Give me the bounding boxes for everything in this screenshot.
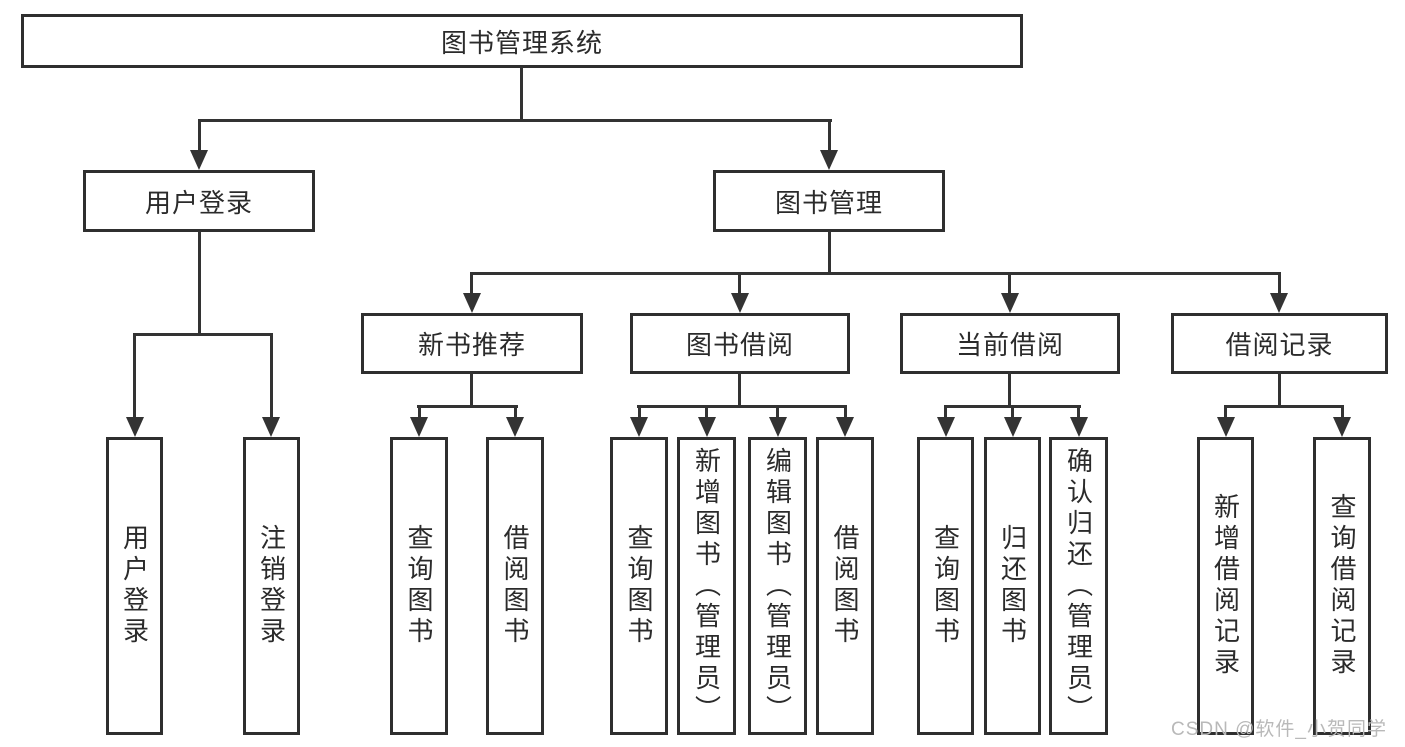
leaf-bb-add-books-admin: 新增图书（管理员） bbox=[677, 437, 736, 735]
leaf-cb-confirm-return-admin-label: 确认归还（管理员） bbox=[1063, 446, 1094, 726]
node-borrow-records: 借阅记录 bbox=[1171, 313, 1388, 374]
connector-leaf-stem bbox=[705, 405, 708, 421]
connector-group-rail bbox=[1224, 405, 1344, 408]
leaf-cb-confirm-return-admin: 确认归还（管理员） bbox=[1049, 437, 1108, 735]
node-root-label: 图书管理系统 bbox=[440, 27, 603, 58]
node-book-management: 图书管理 bbox=[713, 170, 945, 232]
arrow-down bbox=[731, 293, 749, 313]
arrow-down bbox=[410, 417, 428, 437]
arrow-down bbox=[769, 417, 787, 437]
leaf-br-add-record: 新增借阅记录 bbox=[1197, 437, 1254, 735]
leaf-nbr-query-books-label: 查询图书 bbox=[404, 524, 434, 648]
leaf-bb-query-books: 查询图书 bbox=[610, 437, 668, 735]
leaf-user-login-label: 用户登录 bbox=[119, 524, 150, 648]
leaf-logout-label: 注销登录 bbox=[256, 524, 287, 648]
leaf-nbr-borrow-books: 借阅图书 bbox=[486, 437, 544, 735]
arrow-down bbox=[463, 293, 481, 313]
leaf-logout: 注销登录 bbox=[243, 437, 300, 735]
node-book-borrow-label: 图书借阅 bbox=[685, 330, 794, 360]
leaf-bb-add-books-admin-label: 新增图书（管理员） bbox=[691, 446, 722, 726]
node-root: 图书管理系统 bbox=[21, 14, 1023, 68]
connector-user-group-rail bbox=[133, 333, 273, 336]
connector-module-stem bbox=[1008, 272, 1011, 297]
connector-group-stem bbox=[470, 372, 473, 408]
arrow-down bbox=[820, 150, 838, 170]
connector-leaf-stem bbox=[776, 405, 779, 421]
node-user-login: 用户登录 bbox=[83, 170, 315, 232]
arrow-down bbox=[1270, 293, 1288, 313]
connector-module-stem bbox=[738, 272, 741, 297]
node-user-login-label: 用户登录 bbox=[144, 187, 253, 218]
arrow-down bbox=[698, 417, 716, 437]
connector-leaf-stem bbox=[1341, 405, 1344, 421]
node-new-book-recommend: 新书推荐 bbox=[361, 313, 583, 374]
connector-group-stem bbox=[1008, 372, 1011, 408]
arrow-down bbox=[506, 417, 524, 437]
leaf-nbr-query-books: 查询图书 bbox=[390, 437, 448, 735]
connector-leaf-stem bbox=[270, 333, 273, 421]
node-current-borrow-label: 当前借阅 bbox=[955, 330, 1064, 360]
connector-leaf-stem bbox=[1224, 405, 1227, 421]
arrow-down bbox=[262, 417, 280, 437]
connector-group-rail bbox=[637, 405, 847, 408]
connector-group-rail bbox=[417, 405, 518, 408]
connector-leaf-stem bbox=[418, 405, 421, 421]
connector-leaf-stem bbox=[638, 405, 641, 421]
node-book-borrow: 图书借阅 bbox=[630, 313, 850, 374]
arrow-down bbox=[1004, 417, 1022, 437]
leaf-nbr-borrow-books-label: 借阅图书 bbox=[500, 524, 530, 648]
connector-leaf-stem bbox=[1077, 405, 1080, 421]
arrow-down bbox=[630, 417, 648, 437]
connector-group-stem bbox=[738, 372, 741, 408]
leaf-cb-query-books: 查询图书 bbox=[917, 437, 974, 735]
leaf-bb-edit-books-admin-label: 编辑图书（管理员） bbox=[762, 446, 793, 726]
connector-module-stem bbox=[1278, 272, 1281, 297]
arrow-down bbox=[190, 150, 208, 170]
connector-user-group-stem bbox=[198, 231, 201, 335]
connector-leaf-stem bbox=[1011, 405, 1014, 421]
arrow-down bbox=[1001, 293, 1019, 313]
arrow-down bbox=[1217, 417, 1235, 437]
leaf-user-login: 用户登录 bbox=[106, 437, 163, 735]
watermark: CSDN @软件_小贺同学 bbox=[1171, 719, 1387, 740]
leaf-bb-borrow-books: 借阅图书 bbox=[816, 437, 874, 735]
connector-user-login-stem bbox=[198, 119, 201, 152]
leaf-bb-edit-books-admin: 编辑图书（管理员） bbox=[748, 437, 807, 735]
connector-root-stem bbox=[520, 67, 523, 121]
connector-module-stem bbox=[470, 272, 473, 297]
node-borrow-records-label: 借阅记录 bbox=[1225, 330, 1334, 360]
connector-group-stem bbox=[1278, 372, 1281, 408]
connector-level2-rail bbox=[198, 119, 832, 122]
leaf-br-query-record: 查询借阅记录 bbox=[1313, 437, 1371, 735]
node-current-borrow: 当前借阅 bbox=[900, 313, 1120, 374]
arrow-down bbox=[836, 417, 854, 437]
connector-modules-rail bbox=[470, 272, 1281, 275]
leaf-bb-query-books-label: 查询图书 bbox=[624, 524, 654, 648]
leaf-cb-query-books-label: 查询图书 bbox=[930, 524, 961, 648]
connector-leaf-stem bbox=[944, 405, 947, 421]
connector-leaf-stem bbox=[844, 405, 847, 421]
leaf-cb-return-books: 归还图书 bbox=[984, 437, 1041, 735]
connector-book-mgmt-stem bbox=[828, 119, 831, 152]
leaf-br-query-record-label: 查询借阅记录 bbox=[1327, 493, 1357, 679]
arrow-down bbox=[126, 417, 144, 437]
connector-mgmt-stem bbox=[828, 231, 831, 275]
leaf-cb-return-books-label: 归还图书 bbox=[997, 524, 1028, 648]
connector-leaf-stem bbox=[514, 405, 517, 421]
arrow-down bbox=[1070, 417, 1088, 437]
arrow-down bbox=[937, 417, 955, 437]
arrow-down bbox=[1333, 417, 1351, 437]
node-new-book-recommend-label: 新书推荐 bbox=[417, 330, 526, 360]
node-book-management-label: 图书管理 bbox=[774, 187, 883, 218]
connector-leaf-stem bbox=[133, 333, 136, 421]
leaf-bb-borrow-books-label: 借阅图书 bbox=[830, 524, 860, 648]
leaf-br-add-record-label: 新增借阅记录 bbox=[1210, 493, 1241, 679]
